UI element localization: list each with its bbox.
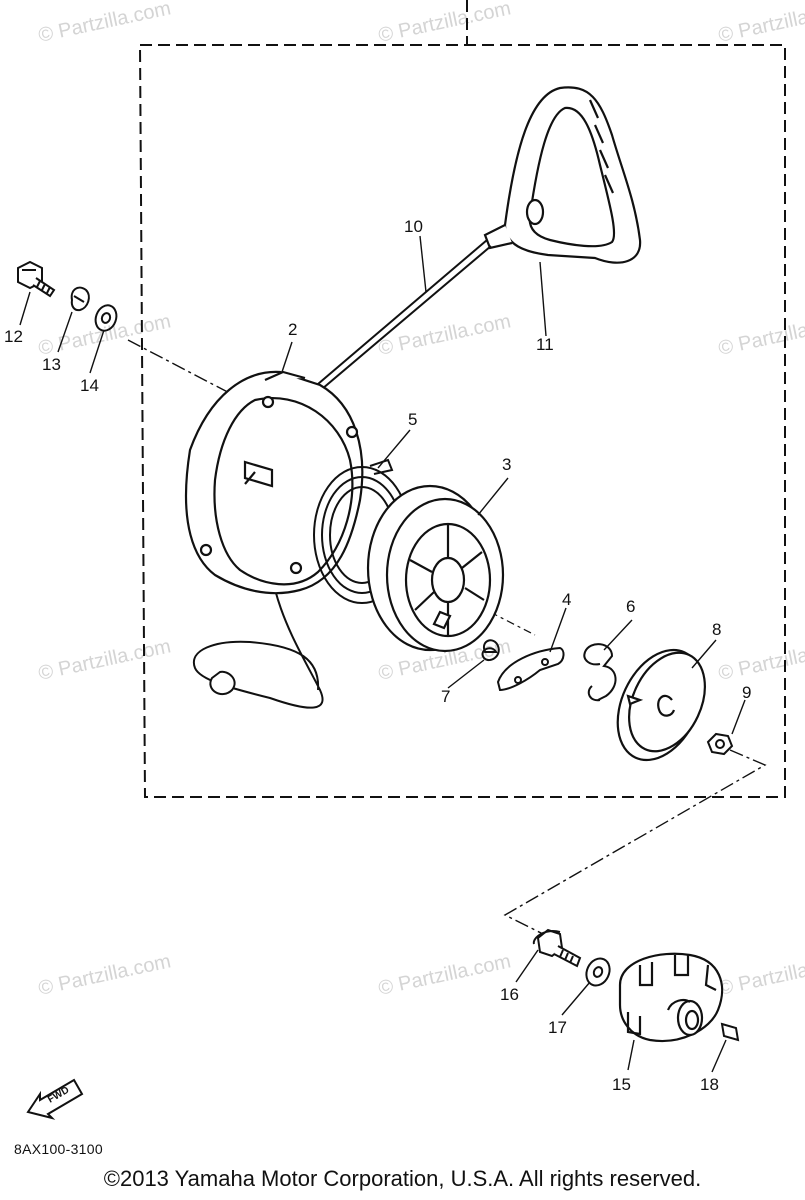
callout-15: 15 — [612, 1075, 631, 1094]
callouts: 2 3 4 5 6 7 8 9 10 11 12 13 14 15 16 17 … — [4, 217, 751, 1094]
callout-14: 14 — [80, 376, 99, 395]
part-7-ratchet-spring — [481, 639, 500, 662]
callout-16: 16 — [500, 985, 519, 1004]
part-4-pawl — [496, 646, 565, 692]
callout-3: 3 — [502, 455, 511, 474]
callout-4: 4 — [562, 590, 571, 609]
part-18-woodruff-key — [720, 1022, 740, 1042]
callout-2: 2 — [288, 320, 297, 339]
fwd-arrow-icon: FWD — [26, 1078, 84, 1120]
callout-18: 18 — [700, 1075, 719, 1094]
guide-line-nut-to-lower — [503, 749, 767, 936]
watermark: © Partzilla.com — [716, 635, 805, 685]
assembly-dashed-box — [138, 0, 786, 798]
watermark: © Partzilla.com — [376, 950, 512, 1000]
part-13-spring-washer — [70, 286, 90, 312]
leader-lines — [19, 235, 746, 1073]
part-10-starter-rope — [192, 239, 492, 709]
part-9-nut — [706, 732, 734, 756]
part-2-starter-case — [184, 370, 364, 595]
watermark: © Partzilla.com — [36, 0, 172, 47]
callout-6: 6 — [626, 597, 635, 616]
callout-13: 13 — [42, 355, 61, 374]
watermark: © Partzilla.com — [716, 310, 805, 360]
watermark: © Partzilla.com — [716, 950, 805, 1000]
part-12-bolt — [17, 260, 56, 298]
diagram-code: 8AX100-3100 — [14, 1141, 103, 1157]
guide-line-ratchet — [489, 611, 536, 636]
part-6-clip-spring — [583, 643, 617, 702]
callout-17: 17 — [548, 1018, 567, 1037]
part-3-pulley — [366, 484, 505, 653]
watermark: © Partzilla.com — [376, 0, 512, 47]
part-11-starter-handle — [483, 86, 642, 264]
watermark: © Partzilla.com — [36, 635, 172, 685]
callout-5: 5 — [408, 410, 417, 429]
callout-12: 12 — [4, 327, 23, 346]
part-16-flange-bolt — [532, 928, 582, 968]
watermark: © Partzilla.com — [36, 950, 172, 1000]
callout-9: 9 — [742, 683, 751, 702]
part-15-starter-cup — [618, 952, 724, 1043]
callout-10: 10 — [404, 217, 423, 236]
part-8-drive-plate — [616, 648, 706, 762]
watermark: © Partzilla.com — [716, 0, 805, 47]
callout-11: 11 — [536, 335, 554, 354]
part-14-washer — [94, 304, 118, 332]
part-17-washer — [585, 957, 611, 987]
callout-8: 8 — [712, 620, 721, 639]
callout-7: 7 — [441, 687, 450, 706]
copyright-notice: ©2013 Yamaha Motor Corporation, U.S.A. A… — [103, 1166, 702, 1191]
